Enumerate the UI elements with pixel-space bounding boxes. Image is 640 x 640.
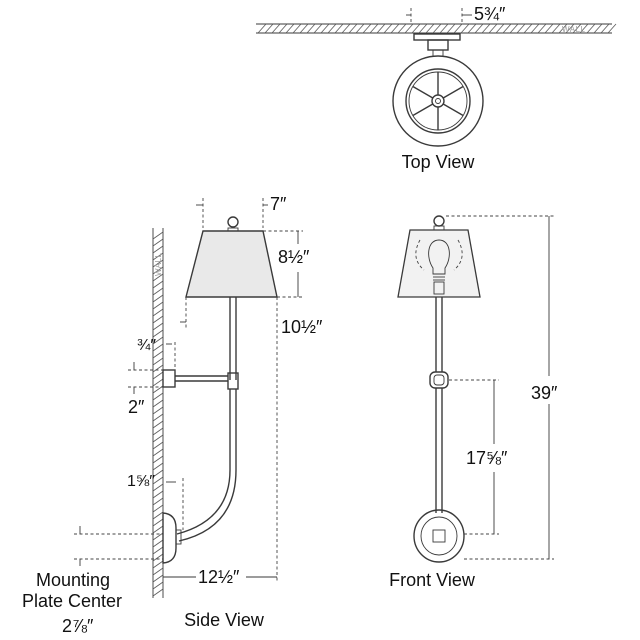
top-view-mount xyxy=(413,33,461,57)
side-dim-mounting-center: Mounting Plate Center 2⅞″ xyxy=(22,526,163,636)
mounting-label-line1: Mounting xyxy=(36,570,110,590)
side-view-arm xyxy=(162,297,239,564)
front-overall-height-dim: 39″ xyxy=(531,383,558,403)
side-arm-plate-dim: 2″ xyxy=(128,397,145,417)
side-view-title: Side View xyxy=(184,610,265,630)
top-view-wall: WALL xyxy=(256,23,617,34)
side-view: WALL xyxy=(22,194,323,636)
side-view-shade xyxy=(185,216,278,298)
side-dim-arm-offset: ¾″ xyxy=(137,337,176,372)
front-view-stem xyxy=(429,297,449,513)
mounting-label-line2: Plate Center xyxy=(22,591,122,611)
side-arm-offset-dim: ¾″ xyxy=(137,337,156,354)
top-view-projection-dimension: 5¾″ xyxy=(406,4,506,24)
top-view-shade xyxy=(392,55,484,147)
top-view-title: Top View xyxy=(402,152,476,172)
front-view: 39″ 17⅝″ Front View xyxy=(389,215,558,590)
side-dim-shade-width: 7″ xyxy=(196,194,287,228)
side-dim-backplate-offset: 1⅝″ xyxy=(127,473,184,530)
side-dim-extension: 12½″ xyxy=(163,567,277,587)
side-shade-width-dim: 7″ xyxy=(270,194,287,214)
side-shade-to-arm-dim: 10½″ xyxy=(281,317,323,337)
side-dim-arm-plate: 2″ xyxy=(128,362,163,417)
front-view-title: Front View xyxy=(389,570,476,590)
top-view: WALL 5¾″ Top View xyxy=(256,4,617,172)
front-dim-overall-height: 39″ xyxy=(446,215,558,560)
front-view-finial xyxy=(433,215,445,231)
side-backplate-offset-dim: 1⅝″ xyxy=(127,473,155,490)
side-dim-shade-height: 8½″ xyxy=(263,230,310,298)
side-view-wall: WALL xyxy=(152,228,164,598)
front-dim-center-height: 17⅝″ xyxy=(449,379,508,535)
top-wall-label: WALL xyxy=(562,25,586,34)
front-center-height-dim: 17⅝″ xyxy=(466,448,508,468)
side-mounting-center-dim: 2⅞″ xyxy=(62,616,94,636)
top-projection-dim: 5¾″ xyxy=(474,4,506,24)
side-dim-shade-to-arm: 10½″ xyxy=(180,297,323,582)
front-view-backplate xyxy=(413,509,465,563)
side-wall-label: WALL xyxy=(154,252,163,276)
side-extension-dim: 12½″ xyxy=(198,567,240,587)
front-view-shade xyxy=(397,229,481,298)
side-shade-height-dim: 8½″ xyxy=(278,247,310,267)
